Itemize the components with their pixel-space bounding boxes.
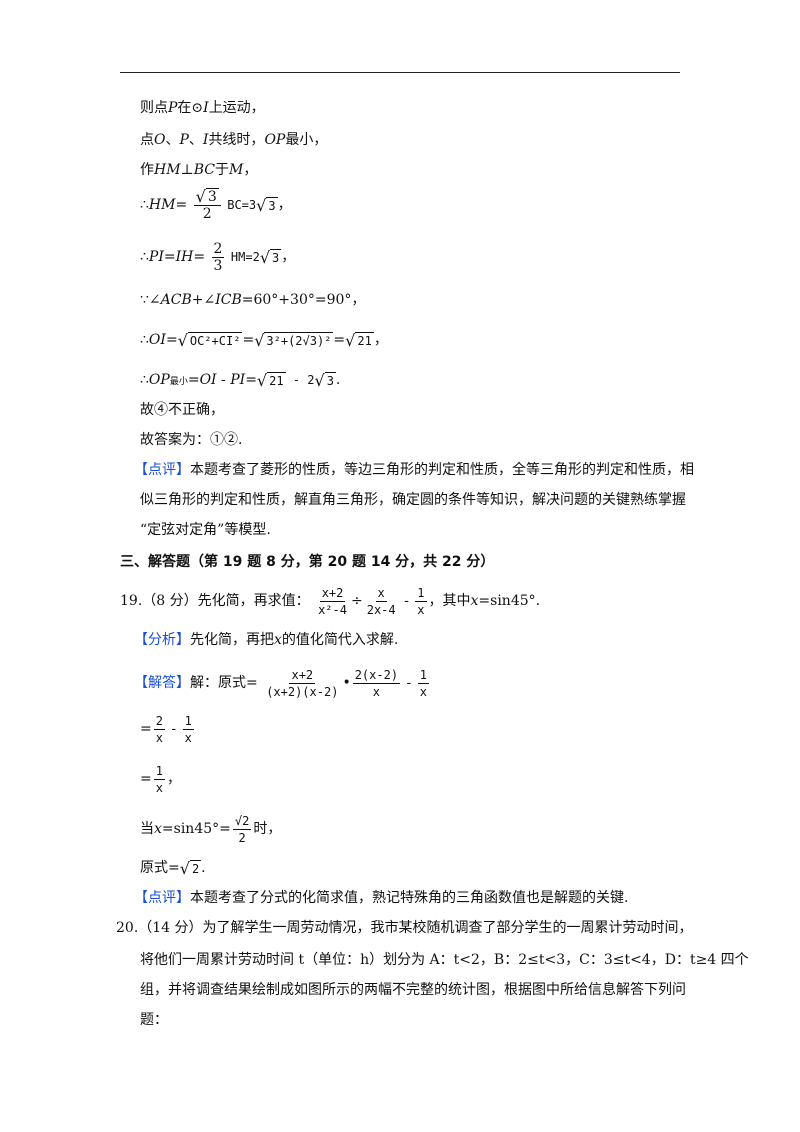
line-answer: 故答案为：①②. — [140, 432, 243, 448]
line-op-min: ∴OP最小=OI - PI=√21 - 2√3. — [140, 370, 341, 390]
comment-1-line-3: “定弦对定角”等模型. — [140, 522, 271, 538]
comment-tag: 【点评】 — [134, 890, 190, 906]
comment-tag: 【点评】 — [134, 462, 190, 478]
section-heading: 三、解答题（第 19 题 8 分，第 20 题 14 分，共 22 分） — [120, 554, 495, 570]
line-pi-value: ∴PI=IH= 2 3 HM=2√3， — [140, 240, 296, 274]
line-hm-value: ∴HM= √3 2 BC=3√3， — [140, 187, 292, 222]
analysis-tag: 【分析】 — [134, 632, 190, 648]
line-point-p-on-circle: 则点P在⊙I上运动， — [140, 100, 265, 116]
comment-1-line-1: 【点评】本题考查了菱形的性质，等边三角形的判定和性质，全等三角形的判定和性质，相 — [134, 462, 694, 478]
fraction: 2 3 — [211, 240, 225, 274]
question-20-line-1: 20.（14 分）为了解学生一周劳动情况，我市某校随机调查了部分学生的一周累计劳… — [116, 920, 693, 936]
question-number: 20. — [116, 920, 139, 936]
line-angle-sum: ∵∠ACB+∠ICB=60°+30°=90°， — [140, 292, 366, 308]
line-construct-hm: 作HM⊥BC于M， — [140, 162, 258, 178]
analysis-line: 【分析】先化简，再把x的值化简代入求解. — [134, 632, 399, 648]
line-four-incorrect: 故④不正确， — [140, 402, 224, 418]
question-20-line-3: 组，并将调查结果绘制成如图所示的两幅不完整的统计图，根据图中所给信息解答下列问 — [140, 982, 686, 998]
question-20-line-4: 题： — [140, 1012, 168, 1028]
comment-1-line-2: 似三角形的判定和性质，解直角三角形，确定圆的条件等知识，解决问题的关键熟练掌握 — [140, 492, 686, 508]
fraction: √3 2 — [193, 188, 221, 222]
comment-2: 【点评】本题考查了分式的化简求值，熟记特殊角的三角函数值也是解题的关键. — [134, 890, 629, 906]
solution-line-5: 原式=√2. — [140, 858, 206, 878]
line-oi-value: ∴OI=√OC²+CI²=√3²+(2√3)²=√21， — [140, 330, 388, 350]
question-number: 19. — [120, 593, 143, 609]
line-collinear: 点O、P、I共线时，OP最小， — [140, 132, 328, 148]
solution-tag: 【解答】 — [134, 675, 190, 691]
question-20-line-2: 将他们一周累计劳动时间 t（单位：h）划分为 A：t<2，B：2≤t<3，C：3… — [140, 952, 749, 968]
header-rule — [120, 72, 680, 73]
